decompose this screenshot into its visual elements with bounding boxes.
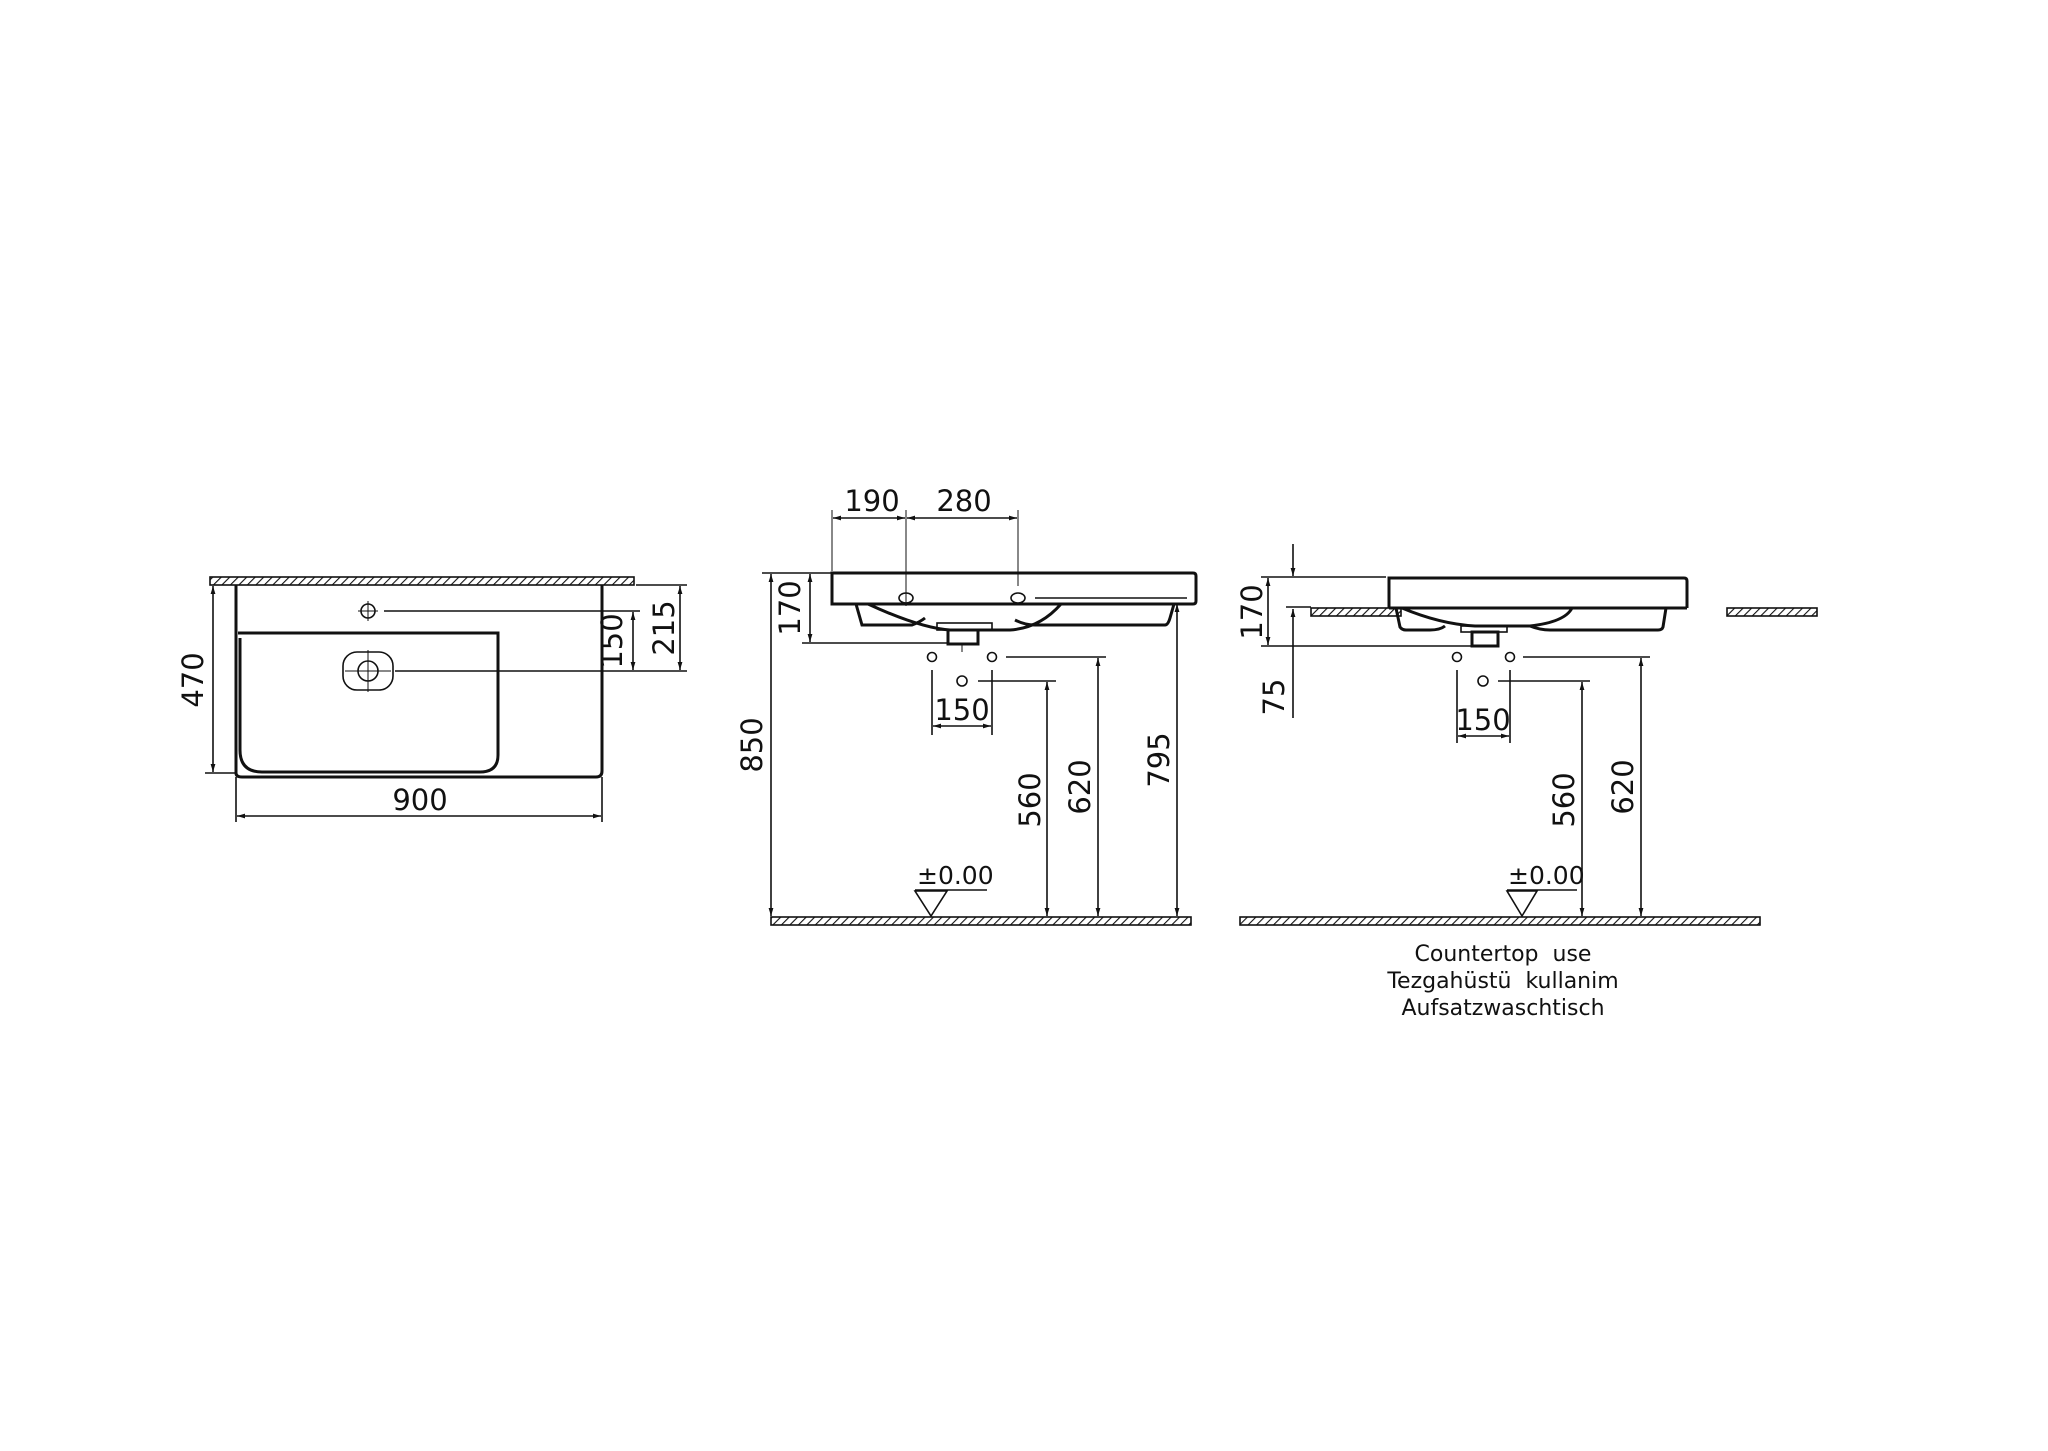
dim-waste-560: 560 [1013,772,1047,827]
level-triangle-icon [913,890,949,918]
dim-below-counter-75: 75 [1257,679,1291,716]
tap-hole-icon [1010,592,1026,604]
caption-line-de: Aufsatzwaschtisch [1401,996,1604,1021]
counter-hatch-left [1310,607,1402,617]
dim-wall-waste-215: 215 [647,600,681,655]
level-triangle-icon [1505,890,1539,918]
dim-tap-spacing-280: 280 [936,484,991,518]
floor-level-label: ±0.00 [917,861,994,890]
dim-waste-560: 560 [1547,772,1581,827]
basin-rim [1387,576,1689,608]
dim-overflow-795: 795 [1142,732,1176,787]
supply-point-icon [926,651,938,663]
bowl-outline [238,631,500,774]
floor-hatch [770,916,1192,926]
dim-tap-190: 190 [844,484,899,518]
dim-width-900: 900 [392,783,447,817]
floor-hatch [1239,916,1761,926]
supply-point-icon [1504,651,1516,663]
dim-supply-spacing-150: 150 [934,693,989,727]
basin-outline [234,585,604,779]
counter-hatch-right [1726,607,1818,617]
caption-line-tr: Tezgahüstü kullanim [1386,969,1618,994]
dim-tap-waste-150: 150 [595,613,629,668]
top-view: 470 900 150 215 [176,576,687,822]
waste-point-icon [956,675,968,687]
dim-supply-620: 620 [1063,759,1097,814]
dim-rim-850: 850 [735,717,769,772]
waste-point-icon [1477,675,1489,687]
dim-basin-170: 170 [1235,584,1269,639]
caption-line-en: Countertop use [1415,942,1592,967]
basin-rim [830,571,1198,606]
supply-point-icon [986,651,998,663]
dim-depth-470: 470 [176,652,210,707]
supply-point-icon [1451,651,1463,663]
dim-basin-170: 170 [773,580,807,635]
floor-level-label: ±0.00 [1508,861,1585,890]
dim-supply-spacing-150: 150 [1455,703,1510,737]
countertop-view: 170 75 150 560 620 ±0.00 Countertop use … [1235,544,1818,1021]
wall-hung-view: 190 280 170 850 150 560 620 795 ±0.00 [735,484,1198,926]
wall-hatch [209,576,635,586]
basin-underside [1394,607,1446,632]
dim-supply-620: 620 [1606,759,1640,814]
